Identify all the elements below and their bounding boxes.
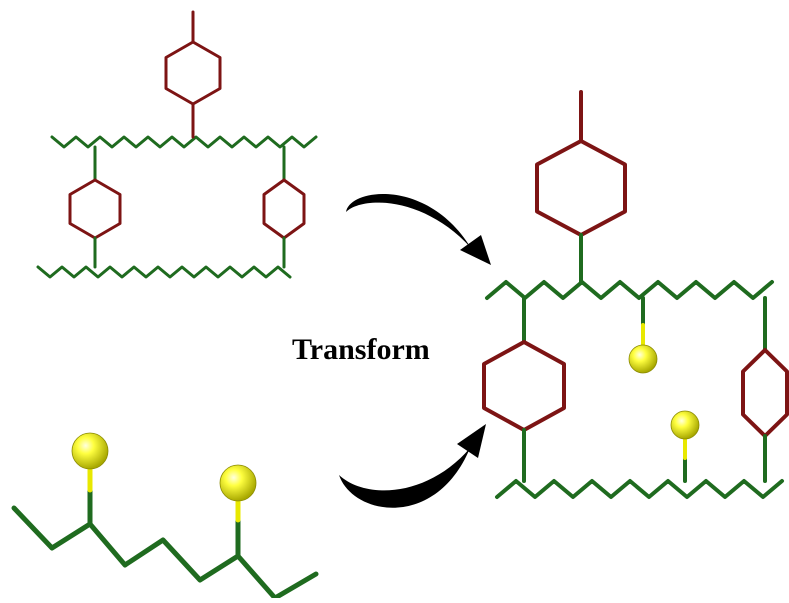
sidechain-fragment-bottom-left [11, 432, 319, 601]
right-yellow-sphere [219, 464, 257, 502]
upper-arrow-body [346, 194, 471, 248]
transform-label: Transform [292, 333, 430, 366]
right-lower-backbone [495, 479, 784, 499]
upper-arrowhead [460, 235, 491, 265]
transform-arrows [339, 194, 491, 508]
right-right-ring [741, 348, 789, 438]
right-upper-backbone [485, 280, 774, 300]
combined-network-right [482, 90, 789, 499]
lower-arrow-body [339, 448, 470, 508]
network-fragment-top-left [36, 10, 318, 279]
right-top-ring [535, 139, 627, 237]
lower-backbone-chain [36, 265, 292, 279]
right-left-ring [482, 340, 566, 432]
upper-backbone-chain [50, 135, 318, 149]
sidechain-backbone [11, 505, 319, 601]
right-ring [262, 178, 306, 240]
left-ring [68, 178, 122, 240]
lower-yellow-sphere [670, 410, 700, 440]
top-ring [164, 40, 222, 106]
left-yellow-sphere [71, 432, 109, 470]
lower-arrowhead [457, 424, 486, 458]
upper-yellow-sphere [628, 344, 658, 374]
